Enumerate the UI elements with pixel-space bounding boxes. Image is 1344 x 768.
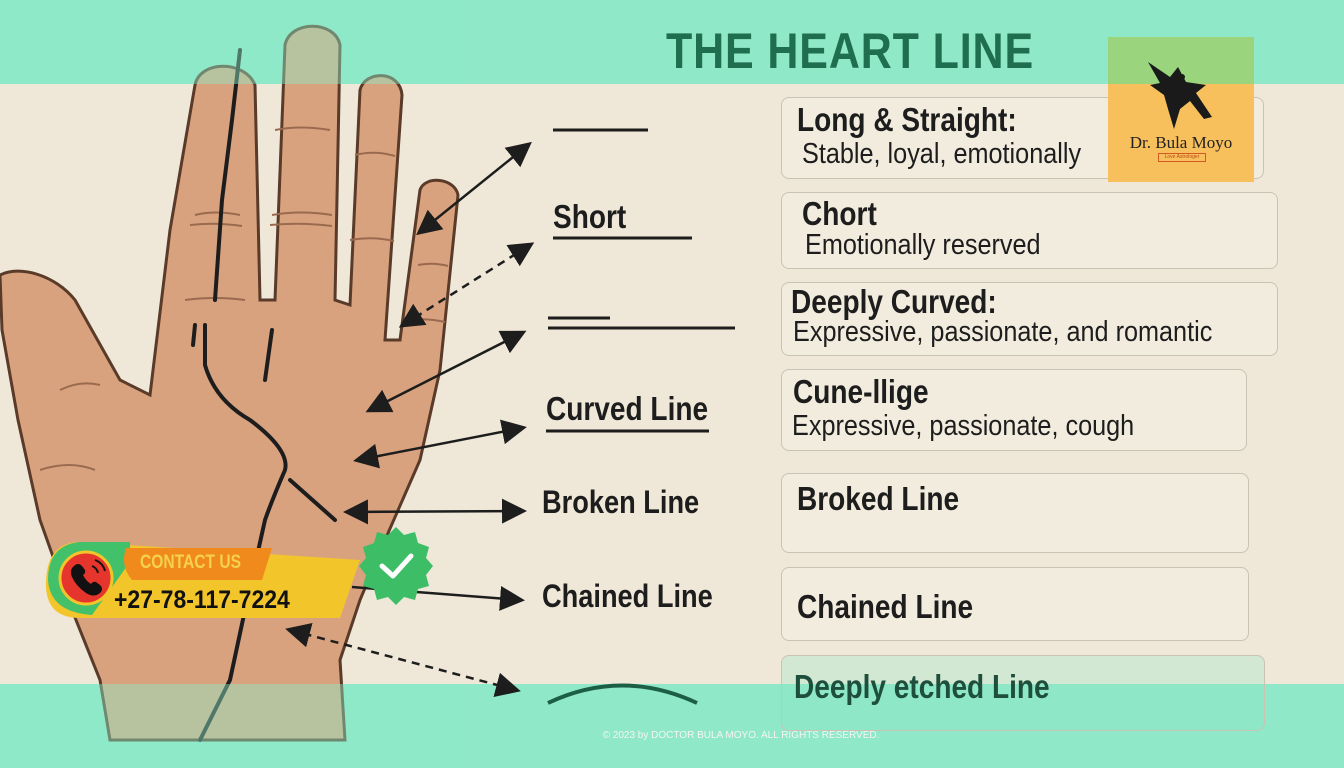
desc-text: Expressive, passionate, and romantic	[793, 316, 1213, 348]
arrow-5	[343, 498, 527, 525]
desc-heading: Long & Straight:	[797, 101, 1017, 138]
page-title: THE HEART LINE	[666, 23, 1034, 79]
contact-us-button[interactable]: CONTACT US	[140, 552, 241, 573]
desc-box-cune-llige: Cune-llige Expressive, passionate, cough	[781, 369, 1247, 451]
desc-heading: Deeply etched Line	[794, 668, 1050, 705]
brand-tagline: Love Astrologer	[1158, 153, 1206, 162]
arrow-1	[416, 141, 532, 236]
desc-text: Expressive, passionate, cough	[792, 410, 1135, 442]
arrow-4	[353, 419, 527, 469]
desc-heading: Deeply Curved:	[791, 283, 997, 320]
desc-text: Emotionally reserved	[805, 229, 1041, 261]
phone-number-link[interactable]: +27-78-117-7224	[114, 586, 290, 614]
desc-text: Stable, loyal, emotionally	[802, 138, 1082, 170]
desc-box-broked: Broked Line	[781, 473, 1249, 553]
arrow-2	[398, 242, 535, 328]
desc-box-deeply-etched: Deeply etched Line	[781, 655, 1265, 731]
contact-badge	[45, 527, 433, 618]
phone-icon	[58, 550, 114, 606]
desc-heading: Cune-llige	[793, 373, 929, 410]
line-label-short: Short	[553, 198, 627, 235]
desc-heading: Chort	[802, 195, 877, 232]
eagle-icon	[1148, 62, 1212, 129]
desc-heading: Broked Line	[797, 480, 960, 517]
desc-box-short: Chort Emotionally reserved	[781, 192, 1278, 269]
desc-heading: Chained Line	[797, 588, 974, 625]
arrow-7	[285, 623, 521, 697]
brand-logo: Dr. Bula Moyo Love Astrologer	[1108, 37, 1254, 182]
brand-name: Dr. Bula Moyo	[1129, 133, 1233, 152]
line-label-broken: Broken Line	[542, 484, 700, 520]
desc-box-chained: Chained Line	[781, 567, 1249, 641]
line-label-chained: Chained Line	[542, 578, 713, 614]
arrow-3	[365, 330, 527, 413]
copyright-footer: © 2023 by DOCTOR BULA MOYO. ALL RIGHTS R…	[602, 730, 880, 741]
verified-icon	[359, 527, 433, 605]
line-label-curved: Curved Line	[546, 390, 709, 427]
desc-box-deeply-curved: Deeply Curved: Expressive, passionate, a…	[781, 282, 1278, 356]
sample-line-etched	[547, 683, 698, 705]
